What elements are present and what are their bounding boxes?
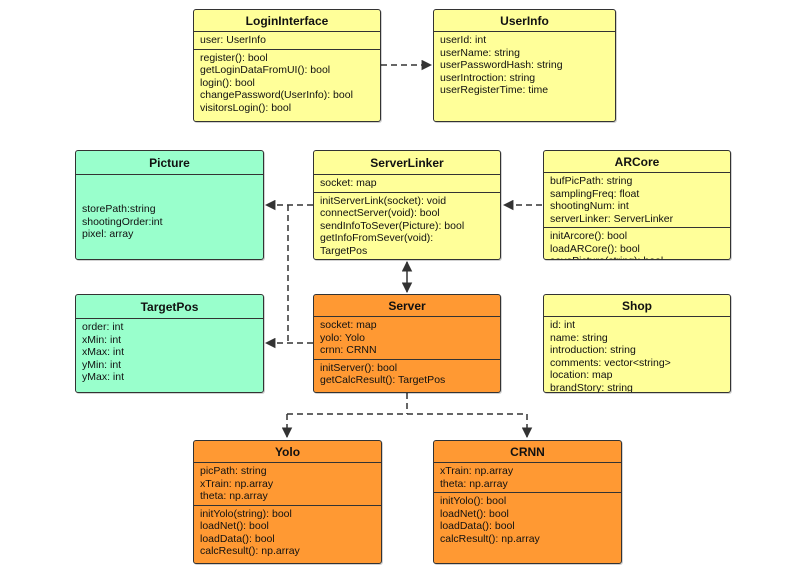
attribute-line: introduction: string	[550, 344, 636, 356]
attribute-line: shootingOrder:int	[82, 215, 163, 228]
server-down-trunk-line	[287, 393, 527, 415]
attribute-line: picPath: string	[200, 465, 267, 477]
attribute-line: comments: vector<string>	[550, 356, 671, 369]
method-line: initArcore(): bool	[550, 230, 628, 242]
method-line: initServer(): bool	[320, 361, 398, 374]
attribute-line: brandStory: string	[550, 381, 633, 393]
attribute-line: xMax: int	[82, 346, 125, 358]
class-name: Picture	[76, 151, 263, 175]
method-line: initYolo(): bool	[440, 495, 507, 507]
attribute-line: userIntroction: string	[440, 71, 536, 84]
method-line: initYolo(string): bool	[200, 507, 292, 520]
attribute-line: yMax: int	[82, 371, 125, 383]
method-line: calcResult(): np.array	[200, 545, 300, 557]
class-name: Shop	[544, 295, 730, 317]
attribute-line: bufPicPath: string	[550, 175, 633, 187]
attribute-line: xTrain: np.array	[200, 477, 274, 490]
class-name: ServerLinker	[314, 151, 500, 175]
method-line: sendInfoToSever(Picture): bool	[320, 219, 465, 232]
class-name: TargetPos	[76, 295, 263, 319]
method-line: initServerLink(socket): void	[320, 194, 447, 207]
attribute-line: theta: np.array	[200, 490, 268, 502]
method-line: getInfoFromSever(void):	[320, 232, 434, 244]
method-line: calcResult(): np.array	[440, 532, 540, 545]
attribute-line: name: string	[550, 331, 608, 344]
attribute-line: xTrain: np.array	[440, 465, 514, 477]
class-name: Server	[314, 295, 500, 317]
method-line: login(): bool	[200, 76, 255, 89]
attribute-line: yMin: int	[82, 358, 122, 371]
attribute-line: order: int	[82, 321, 124, 333]
method-line: loadData(): bool	[440, 520, 515, 532]
method-line: visitorsLogin(): bool	[200, 101, 292, 114]
method-line: getLoginDataFromUI(): bool	[200, 64, 331, 76]
attribute-line: samplingFreq: float	[550, 187, 640, 200]
method-line: savePicture(string): bool	[550, 255, 724, 259]
attribute-line: theta: np.array	[440, 477, 508, 490]
attribute-line: userId: int	[440, 34, 487, 46]
method-line: changePassword(UserInfo): bool	[200, 89, 353, 101]
method-line: loadData(): bool	[200, 532, 275, 545]
attribute-line: user: UserInfo	[200, 34, 266, 46]
attribute-line: socket: map	[320, 319, 377, 331]
attribute-line: shootingNum: int	[550, 200, 629, 212]
class-name: ARCore	[544, 151, 730, 173]
class-login-interface: LoginInterface user: UserInfo register(): …	[193, 9, 381, 122]
method-line: connectServer(void): bool	[320, 207, 440, 219]
attribute-line: userName: string	[440, 46, 520, 59]
attribute-line: userPasswordHash: string	[440, 59, 563, 71]
attribute-line: yolo: Yolo	[320, 331, 365, 344]
method-line: loadARCore(): bool	[550, 242, 640, 255]
attribute-line: xMin: int	[82, 333, 122, 346]
attribute-line: location: map	[550, 369, 613, 381]
attribute-line: socket: map	[320, 177, 377, 189]
attribute-line: crnn: CRNN	[320, 344, 377, 356]
attributes-section: user: UserInfo	[194, 32, 380, 50]
method-line: loadNet(): bool	[440, 507, 509, 520]
attribute-line: pixel: array	[82, 228, 134, 240]
class-name: LoginInterface	[194, 10, 380, 32]
class-name: Yolo	[194, 441, 381, 463]
attribute-line: storePath:string	[82, 203, 156, 215]
attribute-line: userRegisterTime: time	[440, 84, 549, 96]
method-line: loadNet(): bool	[200, 520, 269, 532]
class-name: UserInfo	[434, 10, 615, 32]
method-line: register(): bool	[200, 51, 268, 64]
method-line: getCalcResult(): TargetPos	[320, 374, 446, 386]
class-name: CRNN	[434, 441, 621, 463]
attribute-line: id: int	[550, 319, 576, 331]
class-server-linker: ServerLinker socket: map initServerLink(so…	[313, 150, 501, 260]
attribute-line: serverLinker: ServerLinker	[550, 212, 674, 225]
method-line: TargetPos	[320, 244, 368, 257]
attributes-section: socket: map	[314, 175, 500, 193]
